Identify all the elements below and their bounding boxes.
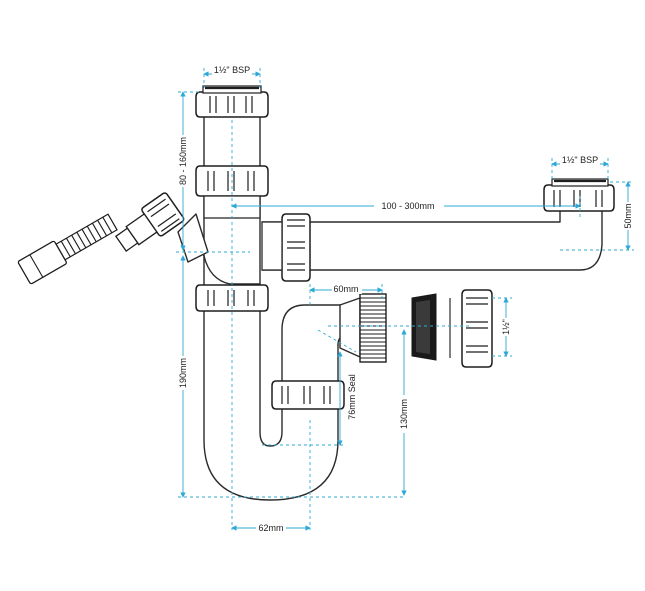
label-trap-width: 62mm: [258, 523, 283, 533]
label-bsp-top: 1½" BSP: [214, 65, 250, 75]
label-outlet-height: 50mm: [623, 203, 633, 228]
label-outlet-length: 60mm: [333, 284, 358, 294]
label-bsp-right: 1½" BSP: [562, 155, 598, 165]
hose-barb: [17, 213, 118, 285]
label-trap-depth: 190mm: [178, 358, 188, 388]
dimension-labels: 1½" BSP 1½" BSP 80 - 160mm 100 - 300mm 5…: [177, 65, 634, 533]
label-horizontal-range: 100 - 300mm: [381, 201, 434, 211]
horizontal-pipe-nut: [261, 213, 311, 282]
label-height-range: 80 - 160mm: [178, 137, 188, 185]
label-outlet-drop: 130mm: [399, 399, 409, 429]
trap-nut: [271, 380, 345, 410]
cone-washer: [411, 293, 451, 361]
label-outlet-size: 1½": [501, 319, 511, 335]
lower-pipe-nut: [195, 284, 269, 312]
outlet-compression-nut: [461, 289, 493, 368]
label-seal: 76mm Seal: [347, 374, 357, 420]
appliance-inlet: [17, 192, 209, 285]
outlet-connector: [339, 293, 387, 363]
top-inlet-nut: [195, 85, 269, 118]
